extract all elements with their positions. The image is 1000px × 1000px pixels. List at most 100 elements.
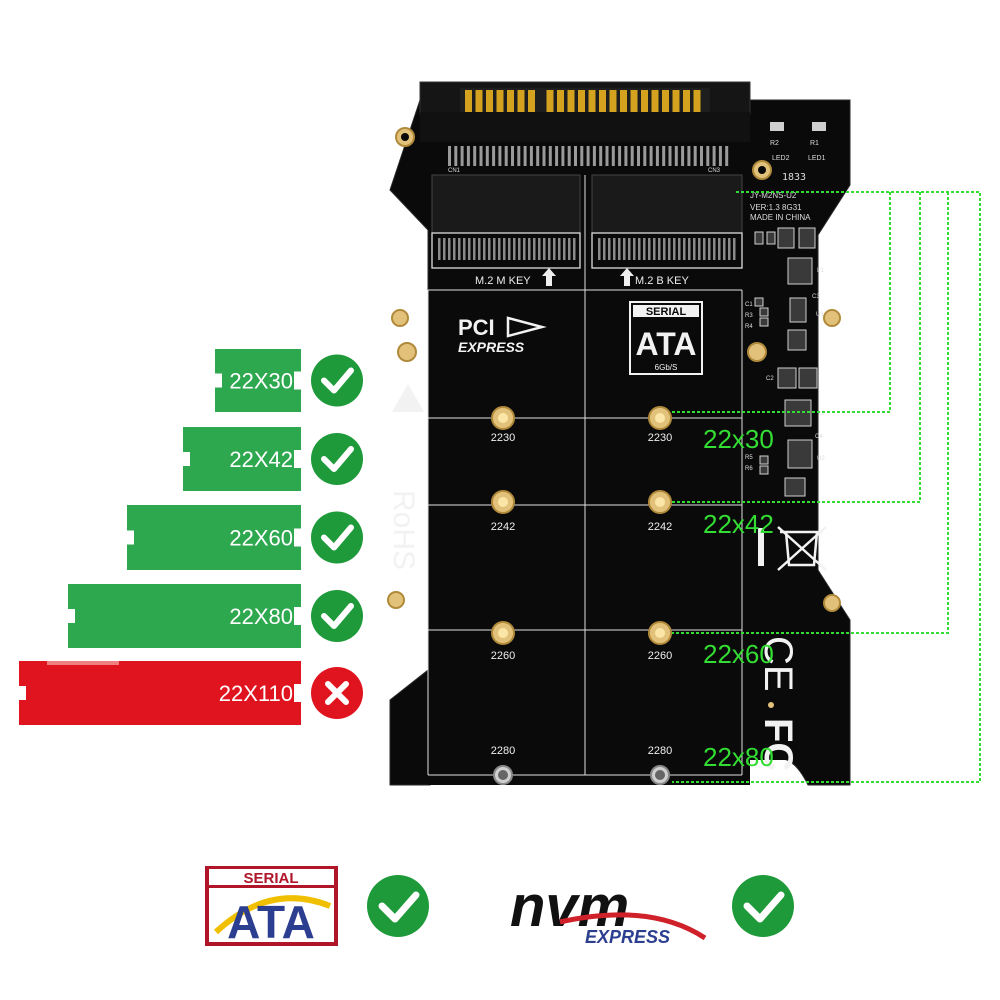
connector-pin xyxy=(523,146,527,166)
rohs-mark: RoHS xyxy=(387,490,420,570)
weee-bin-icon xyxy=(758,526,827,571)
size-option-22x60: 22X60 xyxy=(127,505,363,570)
socket-pin xyxy=(713,238,716,260)
socket-pin xyxy=(678,238,681,260)
connector-pin xyxy=(649,146,653,166)
position-label: 2280 xyxy=(648,745,672,757)
sata-connector xyxy=(419,81,751,166)
socket-pin xyxy=(658,238,661,260)
socket-pin xyxy=(623,238,626,260)
socket-pin xyxy=(638,238,641,260)
socket-pin xyxy=(573,238,576,260)
socket-pin xyxy=(468,238,471,260)
m2-card-bar xyxy=(127,505,301,570)
connector-pin xyxy=(504,146,508,166)
socket-pin xyxy=(443,238,446,260)
connector-pin xyxy=(643,146,647,166)
card-notch xyxy=(127,530,134,545)
socket-pin xyxy=(653,238,656,260)
gold-pin xyxy=(465,90,472,112)
connector-pin xyxy=(637,146,640,166)
smd-component xyxy=(759,307,769,317)
gold-pin xyxy=(672,90,680,112)
smd-component xyxy=(766,231,776,245)
resistor-label-r1: R1 xyxy=(810,140,819,147)
led2-label: LED2 xyxy=(772,155,790,162)
connector-pin xyxy=(548,146,552,166)
smd-component xyxy=(754,297,764,307)
size-label: 22X42 xyxy=(229,447,293,472)
m2-sockets: CN1 CN3 M.2 M KEY M.2 B KEY xyxy=(431,168,743,287)
card-notch xyxy=(68,609,75,623)
gold-pin xyxy=(630,90,638,112)
socket-pin xyxy=(703,238,706,260)
comp-label-c4: C4 xyxy=(815,434,823,440)
esd-warning-icon xyxy=(392,384,424,412)
gold-pin xyxy=(507,90,514,112)
callout-22x30: 22x30 xyxy=(703,424,774,454)
socket-pin xyxy=(523,238,526,260)
socket-pin xyxy=(613,238,616,260)
smd-component xyxy=(759,317,769,327)
fc-mark: FC xyxy=(756,718,800,771)
socket-pin xyxy=(683,238,686,260)
bottom-logos: SERIAL ATA nvm EXPRESS xyxy=(205,866,794,948)
socket-pin xyxy=(728,238,731,260)
socket-pin xyxy=(498,238,501,260)
smd-component xyxy=(798,227,816,249)
socket-pin xyxy=(493,238,496,260)
connector-pin xyxy=(668,146,672,166)
gold-pin xyxy=(693,90,701,112)
socket-pin xyxy=(568,238,571,260)
connector-pin xyxy=(485,146,489,166)
socket-pin xyxy=(508,238,511,260)
position-label: 2260 xyxy=(648,650,672,662)
socket-pin xyxy=(668,238,671,260)
socket-pin xyxy=(723,238,726,260)
connector-pin xyxy=(712,146,716,166)
card-stripe xyxy=(47,661,119,665)
gold-pin xyxy=(486,90,493,112)
standoff-center xyxy=(655,413,665,423)
socket-pin xyxy=(513,238,516,260)
gold-pin xyxy=(599,90,606,112)
socket-pin xyxy=(648,238,651,260)
card-key-notch xyxy=(294,371,301,390)
model-text: JY-M2NS-U2 VER:1.3 8G31 MADE IN CHINA xyxy=(750,191,811,222)
card-key-notch xyxy=(294,684,301,702)
silkscreen-grid xyxy=(427,175,743,776)
comp-label-l2: L2 xyxy=(818,411,825,417)
smd-component xyxy=(777,227,795,249)
pcb-lower-right xyxy=(740,630,818,760)
comp-label-l1: L1 xyxy=(817,268,824,274)
nvme-logo-line2: EXPRESS xyxy=(585,927,670,947)
socket-pin xyxy=(693,238,696,260)
check-circle-icon xyxy=(311,354,363,407)
socket-pin xyxy=(528,238,531,260)
connector-pin xyxy=(466,146,470,166)
size-label: 22X80 xyxy=(229,604,293,629)
callout-22x80: 22x80 xyxy=(703,742,774,772)
ce-mark: CE xyxy=(756,636,800,692)
socket-pins xyxy=(438,238,736,260)
socket-pin xyxy=(458,238,461,260)
callout-22x60: 22x60 xyxy=(703,639,774,669)
socket-pin xyxy=(548,238,551,260)
nvme-supported-check-icon xyxy=(732,875,794,937)
comp-label-u2: U2 xyxy=(817,456,825,462)
socket-pin xyxy=(733,238,736,260)
standoff-center xyxy=(498,413,508,423)
connector-pin xyxy=(693,146,697,166)
arrow-up-icon xyxy=(542,268,556,286)
check-circle-icon xyxy=(311,590,363,642)
connector-pin xyxy=(473,146,477,166)
sata-logo-line2: ATA xyxy=(227,896,315,948)
model-line2: VER:1.3 8G31 xyxy=(750,203,802,212)
sata-logo-line1: SERIAL xyxy=(243,870,298,887)
model-line3: MADE IN CHINA xyxy=(750,213,811,222)
socket-pin xyxy=(718,238,721,260)
connector-pin xyxy=(725,146,729,166)
gold-pin xyxy=(578,90,585,112)
smd-component xyxy=(787,439,813,469)
component-labels: C1 R3 R4 C3 U1 C2 R5 R6 C4 U2 L1 L2 xyxy=(745,268,825,472)
